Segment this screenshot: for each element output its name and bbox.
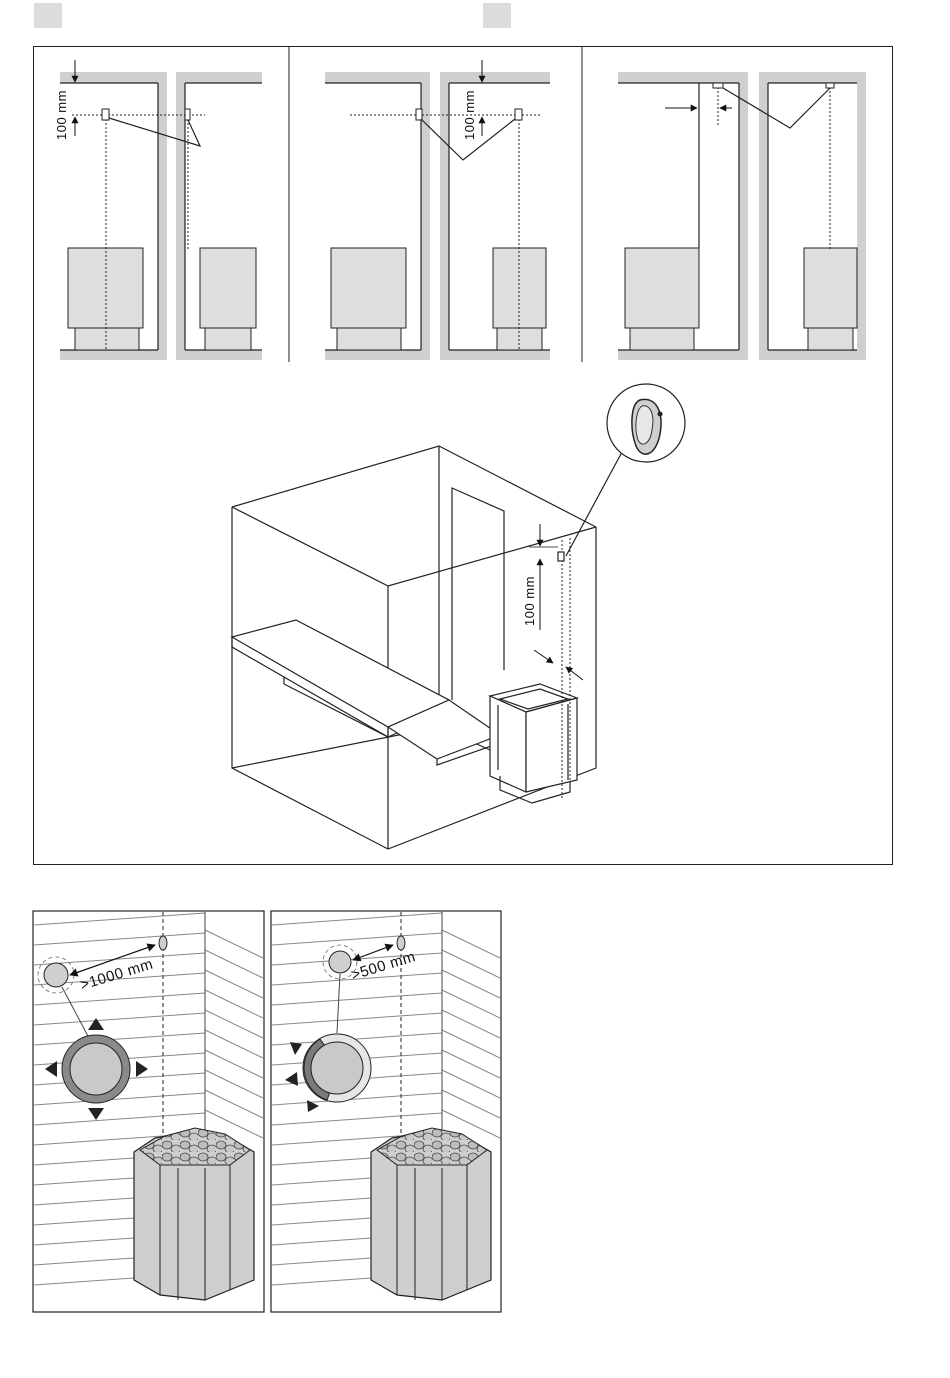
top-panel-3	[618, 72, 866, 360]
dimension-label-panel-1: 100 mm	[54, 90, 69, 140]
top-panel-2	[325, 60, 550, 360]
dimension-label-perspective: 100 mm	[522, 576, 537, 626]
gap-arrow-right	[566, 667, 583, 680]
gap-arrow-left	[534, 650, 553, 663]
top-panel-1	[60, 60, 262, 360]
dimension-label-panel-2: 100 mm	[462, 90, 477, 140]
sensor-detail-magnifier	[607, 384, 685, 462]
sauna-perspective	[232, 446, 622, 849]
